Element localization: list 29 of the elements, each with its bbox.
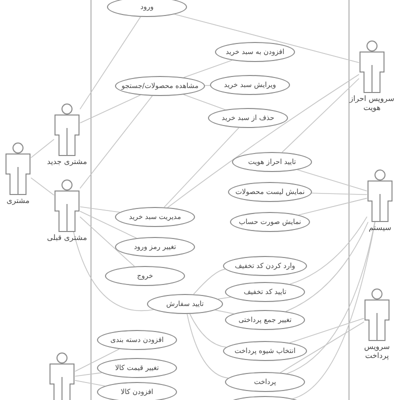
association-line: [80, 95, 153, 189]
association-line: [193, 268, 226, 295]
association-line: [80, 16, 141, 110]
association-line: [80, 94, 141, 124]
association-line: [285, 222, 368, 312]
association-line: [74, 380, 106, 386]
association-line: [296, 169, 368, 192]
association-line: [73, 232, 154, 312]
association-line: [214, 310, 234, 314]
association-line: [280, 322, 364, 374]
association-line: [174, 14, 360, 63]
association-line: [298, 198, 368, 216]
association-line: [292, 222, 376, 400]
association-line: [80, 206, 120, 213]
association-line: [80, 210, 137, 239]
association-line: [186, 314, 229, 378]
association-line: [74, 348, 120, 372]
association-line: [204, 85, 210, 86]
association-line: [282, 78, 360, 153]
association-line: [80, 216, 135, 267]
association-line: [30, 138, 54, 158]
association-line: [189, 314, 227, 348]
association-line: [74, 372, 102, 377]
association-line: [164, 127, 240, 208]
association-line: [218, 296, 232, 300]
association-line: [311, 192, 368, 196]
association-line: [290, 216, 368, 285]
association-line: [30, 177, 54, 196]
association-line: [167, 74, 360, 208]
